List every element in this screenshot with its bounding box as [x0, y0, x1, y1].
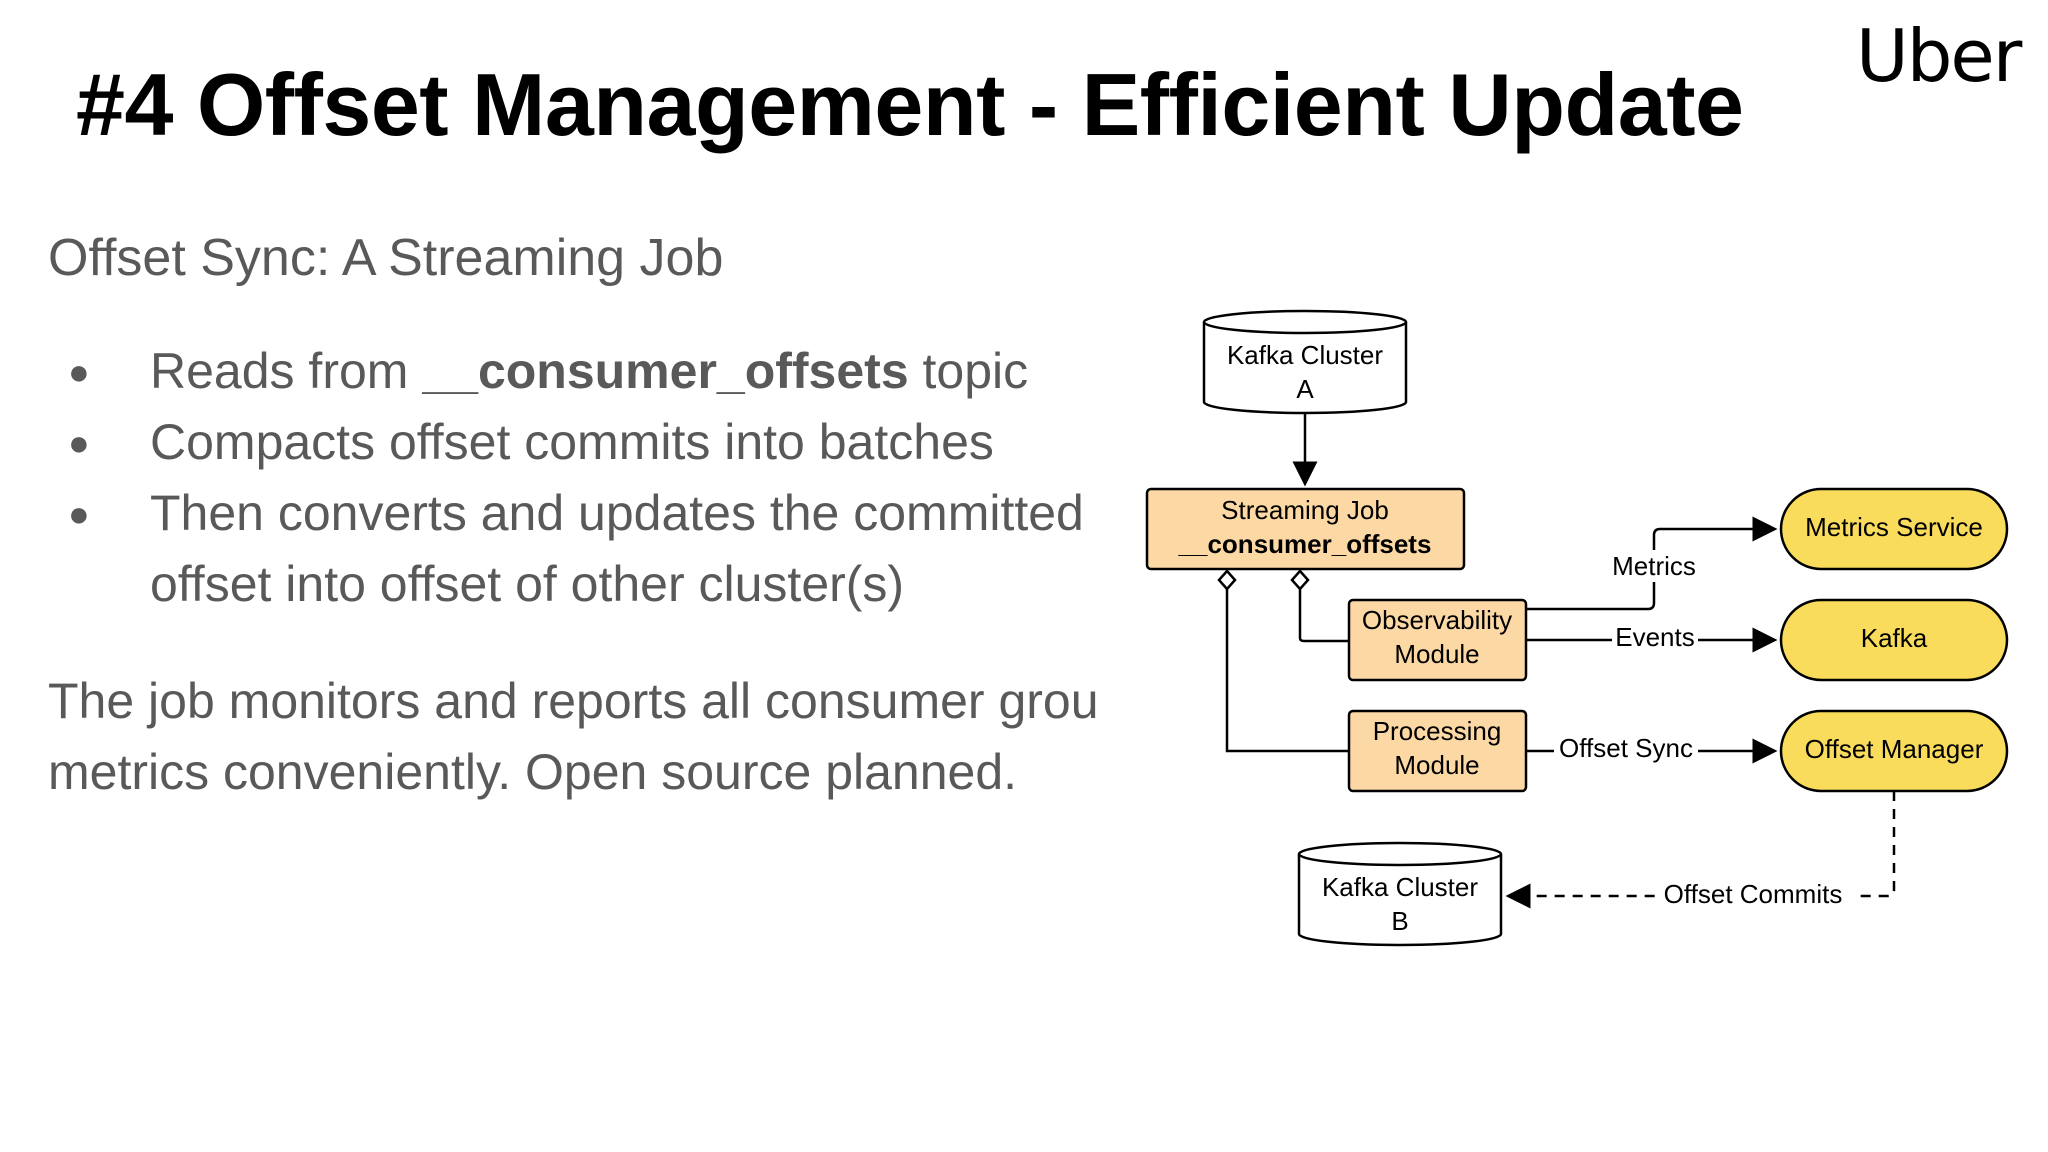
- svg-text:Kafka: Kafka: [1861, 623, 1928, 653]
- bullet-dot-icon: ●: [68, 422, 90, 463]
- composition-diamond-icon: [1290, 569, 1310, 591]
- svg-text:A: A: [1296, 374, 1314, 404]
- bullet-list: ● Reads from __consumer_offsets topic ● …: [0, 336, 1084, 620]
- edge-streaming-to-observability: [1298, 583, 1348, 643]
- svg-text:B: B: [1391, 906, 1408, 936]
- svg-text:Streaming Job: Streaming Job: [1221, 495, 1389, 525]
- bullet-dot-icon: ●: [68, 493, 90, 534]
- processing-module-box: Processing Module: [1347, 709, 1528, 793]
- svg-text:Module: Module: [1394, 750, 1479, 780]
- slide-title: #4 Offset Management - Efficient Update: [76, 55, 1744, 154]
- edge-label-metrics: Metrics: [1612, 551, 1696, 581]
- summary-paragraph: The job monitors and reports all consume…: [48, 673, 1099, 800]
- svg-text:Kafka Cluster: Kafka Cluster: [1322, 872, 1478, 902]
- streaming-job-box: Streaming Job __consumer_offsets: [1145, 487, 1466, 571]
- svg-text:Offset Manager: Offset Manager: [1805, 734, 1984, 764]
- slide-subtitle: Offset Sync: A Streaming Job: [48, 229, 724, 287]
- svg-text:__consumer_offsets: __consumer_offsets: [1178, 529, 1432, 559]
- kafka-cluster-a: Kafka Cluster A: [1202, 309, 1408, 415]
- bullet-item: ● Then converts and updates the committe…: [0, 478, 1084, 549]
- kafka-node: Kafka: [1779, 598, 2009, 682]
- metrics-service-node: Metrics Service: [1779, 487, 2009, 571]
- svg-text:Observability: Observability: [1362, 605, 1512, 635]
- edge-label-offset-commits: Offset Commits: [1664, 879, 1843, 909]
- bullet-dot-icon: ●: [68, 351, 90, 392]
- svg-text:Processing: Processing: [1373, 716, 1502, 746]
- svg-text:Module: Module: [1394, 639, 1479, 669]
- svg-text:Kafka Cluster: Kafka Cluster: [1227, 340, 1383, 370]
- observability-module-box: Observability Module: [1347, 598, 1528, 682]
- uber-logo: Uber: [1856, 14, 2022, 98]
- edge-label-offset-sync: Offset Sync: [1559, 733, 1693, 763]
- kafka-cluster-b: Kafka Cluster B: [1297, 841, 1503, 947]
- edge-streaming-to-processing: [1225, 583, 1348, 753]
- edge-label-events: Events: [1615, 622, 1695, 652]
- bullet-item: ● Reads from __consumer_offsets topic: [0, 336, 1084, 407]
- svg-text:Metrics Service: Metrics Service: [1805, 512, 1983, 542]
- bullet-item-continuation: offset into offset of other cluster(s): [150, 556, 905, 612]
- offset-manager-node: Offset Manager: [1779, 709, 2009, 793]
- composition-diamond-icon: [1217, 569, 1237, 591]
- edge-offset-commits: [1505, 791, 1896, 909]
- bullet-item: ● Compacts offset commits into batches: [0, 407, 1084, 478]
- architecture-diagram: Kafka Cluster A Streaming Job __consumer…: [1130, 300, 2048, 1000]
